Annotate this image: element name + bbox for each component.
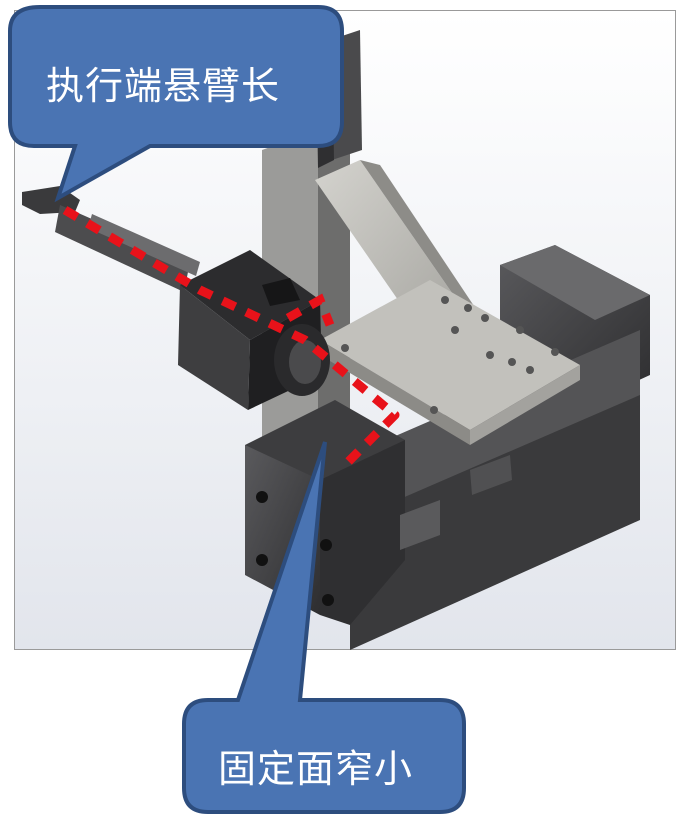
callout-bottom-label: 固定面窄小	[218, 747, 414, 791]
cantilever-dash-line	[62, 206, 400, 469]
callout-bottom-bubble	[182, 441, 466, 814]
servo-motor	[178, 250, 330, 410]
upper-dash-line	[285, 293, 335, 327]
callout-top-bubble	[8, 5, 344, 203]
mounting-plate	[320, 280, 580, 445]
callout-top-label: 执行端悬臂长	[46, 64, 281, 108]
